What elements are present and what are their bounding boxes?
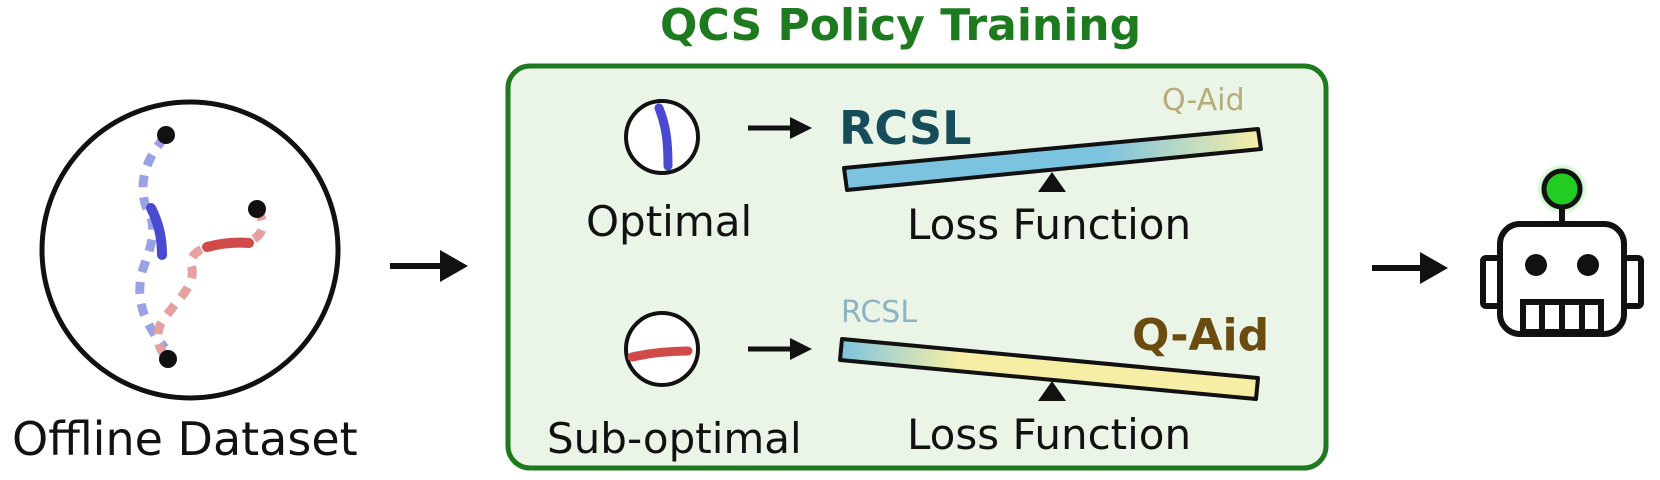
suboptimal-trajectory-solid	[202, 237, 254, 252]
state-dot	[159, 350, 177, 368]
rcsl-term-emphasized: RCSL	[839, 101, 972, 155]
diagram-title: QCS Policy Training	[660, 0, 1142, 51]
arrow-right-icon	[748, 117, 812, 139]
suboptimal-trajectory-dashed	[153, 206, 268, 359]
state-dot	[248, 200, 266, 218]
arrow-right-icon	[1372, 252, 1448, 284]
suboptimal-trajectory-circle	[624, 311, 700, 387]
optimal-label: Optimal	[586, 197, 753, 246]
robot-icon	[1480, 163, 1644, 337]
qaid-term-emphasized: Q-Aid	[1132, 310, 1270, 361]
optimal-trajectory-dashed	[135, 134, 169, 351]
fulcrum-icon	[1038, 172, 1066, 192]
rcsl-term-faded: RCSL	[841, 295, 918, 330]
optimal-trajectory-circle	[624, 99, 700, 175]
optimal-trajectory-solid	[146, 203, 167, 260]
dataset-label: Offline Dataset	[12, 412, 358, 466]
arrow-right-icon	[748, 338, 812, 360]
qaid-term-faded: Q-Aid	[1162, 83, 1245, 118]
loss-scale-optimal	[842, 127, 1263, 192]
dataset-circle	[39, 99, 341, 401]
loss-scale-suboptimal	[838, 337, 1260, 401]
loss-function-label: Loss Function	[907, 200, 1192, 249]
state-dot	[157, 126, 175, 144]
suboptimal-label: Sub-optimal	[547, 414, 802, 463]
fulcrum-icon	[1038, 381, 1066, 401]
arrow-right-icon	[390, 250, 468, 282]
loss-function-label: Loss Function	[907, 410, 1192, 459]
